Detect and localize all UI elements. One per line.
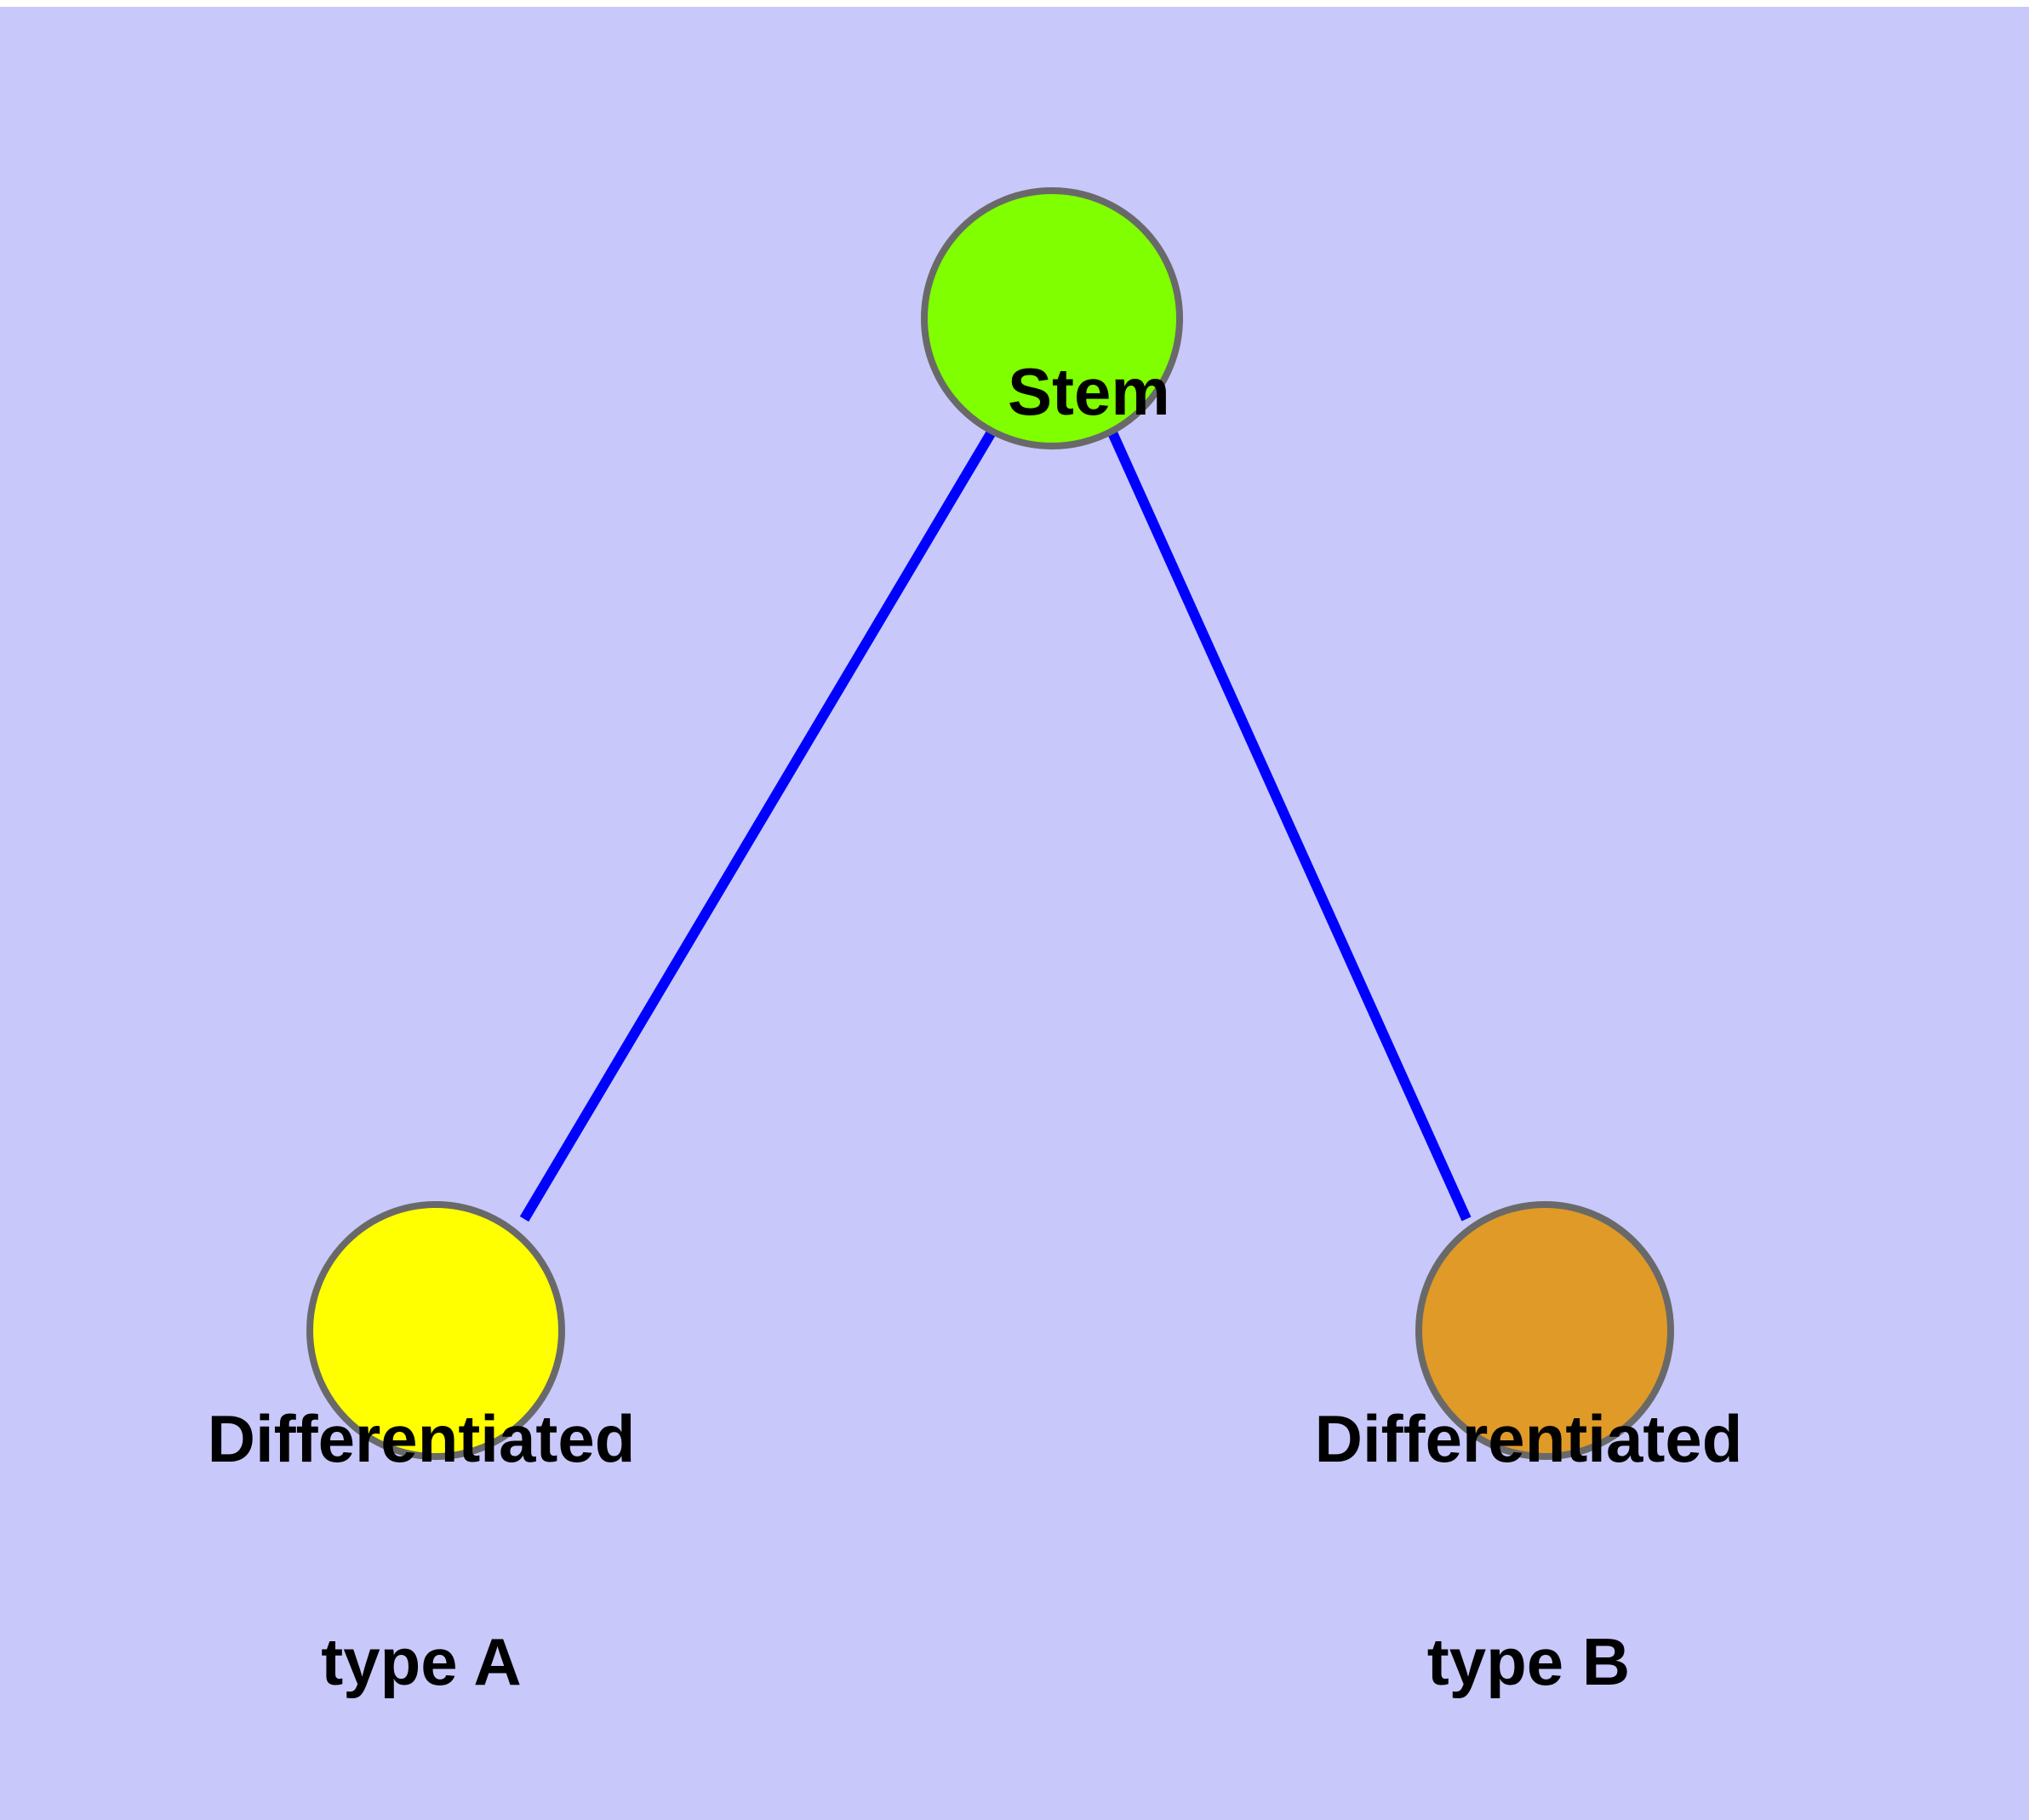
edge-stem-to-differentiated-type-a <box>519 427 997 1222</box>
node-differentiated-type-b-circle[interactable] <box>1415 1201 1674 1460</box>
node-differentiated-type-a-circle[interactable] <box>306 1201 565 1460</box>
edge-layer <box>519 427 1472 1222</box>
edge-stem-to-differentiated-type-b <box>1106 428 1472 1222</box>
node-layer <box>306 187 1674 1460</box>
node-stem-circle[interactable] <box>921 187 1183 449</box>
